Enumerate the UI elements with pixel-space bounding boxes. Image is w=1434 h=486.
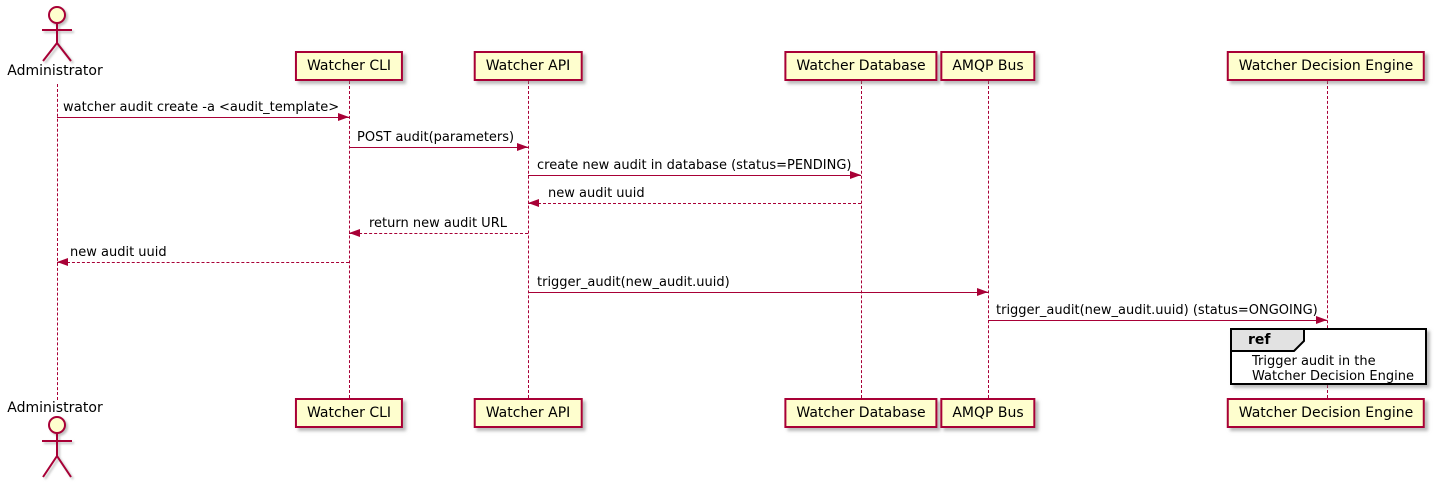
lifeline-watcher-api (528, 81, 529, 398)
message-line-5 (349, 233, 528, 234)
ref-text-line-1: Trigger audit in the (1252, 354, 1376, 369)
ref-text-line-2: Watcher Decision Engine (1252, 369, 1414, 384)
ref-fragment: ref Trigger audit in the Watcher Decisio… (1230, 328, 1427, 385)
lifeline-watcher-decision-engine (1327, 81, 1328, 398)
message-line-4 (528, 203, 861, 204)
ref-header-pentagon-icon (1230, 328, 1305, 352)
arrowhead-left-icon-4 (528, 199, 539, 207)
message-label-2: POST audit(parameters) (357, 130, 515, 145)
participant-administrator-top: Administrator (7, 63, 103, 79)
message-line-1 (57, 117, 349, 118)
message-line-2 (349, 147, 528, 148)
message-label-7: trigger_audit(new_audit.uuid) (537, 275, 730, 290)
arrowhead-left-icon-5 (349, 229, 360, 237)
actor-icon-bottom (42, 416, 72, 478)
participant-box-watcher-api-bottom: Watcher API (473, 398, 583, 428)
participant-box-watcher-cli-top: Watcher CLI (294, 51, 404, 81)
participant-box-watcher-api-top: Watcher API (473, 51, 583, 81)
arrowhead-right-icon-3 (850, 171, 861, 179)
arrowhead-right-icon-8 (1316, 316, 1327, 324)
ref-keyword: ref (1248, 332, 1271, 348)
message-line-6 (57, 262, 349, 263)
participant-box-watcher-decision-engine-bottom: Watcher Decision Engine (1226, 398, 1426, 428)
message-line-3 (528, 175, 861, 176)
participant-box-watcher-database-bottom: Watcher Database (784, 398, 938, 428)
message-label-6: new audit uuid (70, 245, 167, 260)
arrowhead-right-icon-2 (517, 143, 528, 151)
participant-box-amqp-bus-top: AMQP Bus (940, 51, 1036, 81)
participant-administrator-bottom: Administrator (7, 400, 103, 416)
lifeline-watcher-database (861, 81, 862, 398)
participant-box-watcher-decision-engine-top: Watcher Decision Engine (1226, 51, 1426, 81)
message-label-5: return new audit URL (369, 216, 507, 231)
actor-icon (42, 6, 72, 62)
participant-box-watcher-cli-bottom: Watcher CLI (294, 398, 404, 428)
arrowhead-left-icon-6 (57, 258, 68, 266)
lifeline-watcher-cli (349, 81, 350, 398)
participant-box-watcher-database-top: Watcher Database (784, 51, 938, 81)
arrowhead-right-icon-1 (338, 113, 349, 121)
message-label-4: new audit uuid (548, 186, 645, 201)
message-line-8 (988, 320, 1327, 321)
message-label-8: trigger_audit(new_audit.uuid) (status=ON… (996, 303, 1318, 318)
lifeline-amqp-bus (988, 81, 989, 398)
participant-box-amqp-bus-bottom: AMQP Bus (940, 398, 1036, 428)
message-line-7 (528, 292, 988, 293)
message-label-3: create new audit in database (status=PEN… (537, 158, 852, 173)
lifeline-administrator (57, 84, 58, 400)
message-label-1: watcher audit create -a <audit_template> (63, 100, 340, 115)
arrowhead-right-icon-7 (977, 288, 988, 296)
